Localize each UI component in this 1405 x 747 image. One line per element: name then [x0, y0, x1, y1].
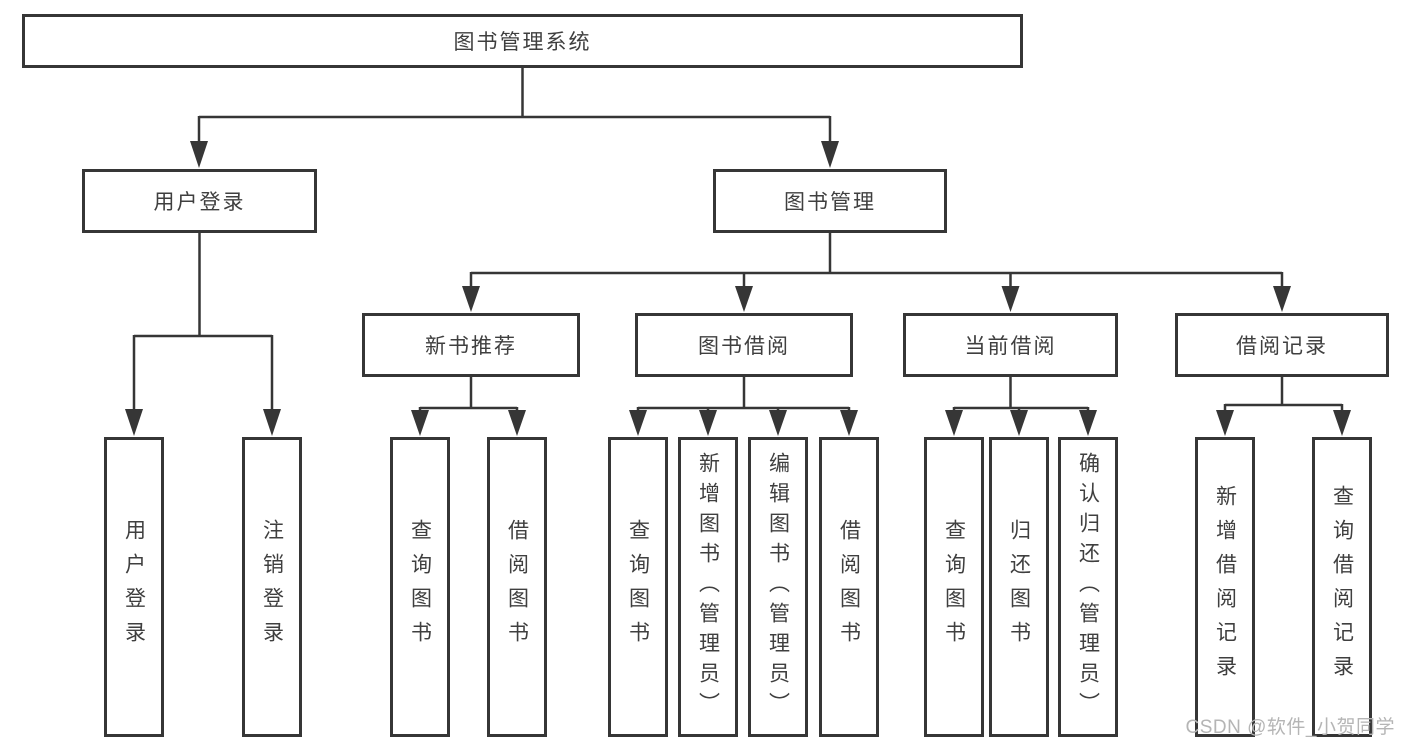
node-library-management-system: 图书管理系统 — [22, 14, 1023, 68]
leaf-edit-books-admin: 编辑图书（管理员） — [748, 437, 808, 737]
node-label: 用户登录 — [153, 191, 246, 214]
node-label: 当前借阅 — [964, 335, 1057, 358]
leaf-confirm-return-admin: 确认归还（管理员） — [1058, 437, 1118, 737]
node-borrow-records: 借阅记录 — [1175, 313, 1389, 377]
leaf-label: 查询图书 — [626, 519, 650, 655]
leaf-label: 借阅图书 — [837, 519, 861, 655]
leaf-borrow-books: 借阅图书 — [487, 437, 547, 737]
leaf-label: 查询图书 — [942, 519, 966, 655]
node-label: 图书借阅 — [698, 335, 790, 358]
node-new-book-recommend: 新书推荐 — [362, 313, 580, 377]
leaf-logout: 注销登录 — [242, 437, 302, 737]
node-user-login: 用户登录 — [82, 169, 317, 233]
leaf-label: 新增图书（管理员） — [696, 452, 720, 722]
node-book-management: 图书管理 — [713, 169, 947, 233]
leaf-label: 新增借阅记录 — [1213, 485, 1237, 689]
node-book-borrow: 图书借阅 — [635, 313, 853, 377]
leaf-label: 确认归还（管理员） — [1076, 452, 1100, 722]
leaf-label: 用户登录 — [122, 519, 146, 655]
node-label: 图书管理 — [784, 191, 876, 214]
node-current-borrow: 当前借阅 — [903, 313, 1118, 377]
leaf-query-books: 查询图书 — [608, 437, 668, 737]
leaf-add-books-admin: 新增图书（管理员） — [678, 437, 738, 737]
leaf-query-books: 查询图书 — [390, 437, 450, 737]
node-label: 图书管理系统 — [453, 31, 592, 54]
leaf-borrow-books: 借阅图书 — [819, 437, 879, 737]
leaf-label: 查询借阅记录 — [1330, 485, 1354, 689]
leaf-label: 借阅图书 — [505, 519, 529, 655]
leaf-return-books: 归还图书 — [989, 437, 1049, 737]
leaf-query-books: 查询图书 — [924, 437, 984, 737]
leaf-query-borrow-record: 查询借阅记录 — [1312, 437, 1372, 737]
leaf-add-borrow-record: 新增借阅记录 — [1195, 437, 1255, 737]
arrowheads — [125, 141, 1351, 436]
leaf-label: 注销登录 — [260, 519, 284, 655]
leaf-user-login: 用户登录 — [104, 437, 164, 737]
leaf-label: 查询图书 — [408, 519, 432, 655]
leaf-label: 归还图书 — [1007, 519, 1031, 655]
node-label: 新书推荐 — [425, 335, 517, 358]
csdn-watermark: CSDN @软件_小贺同学 — [1185, 717, 1395, 738]
leaf-label: 编辑图书（管理员） — [766, 452, 790, 722]
node-label: 借阅记录 — [1236, 335, 1328, 358]
